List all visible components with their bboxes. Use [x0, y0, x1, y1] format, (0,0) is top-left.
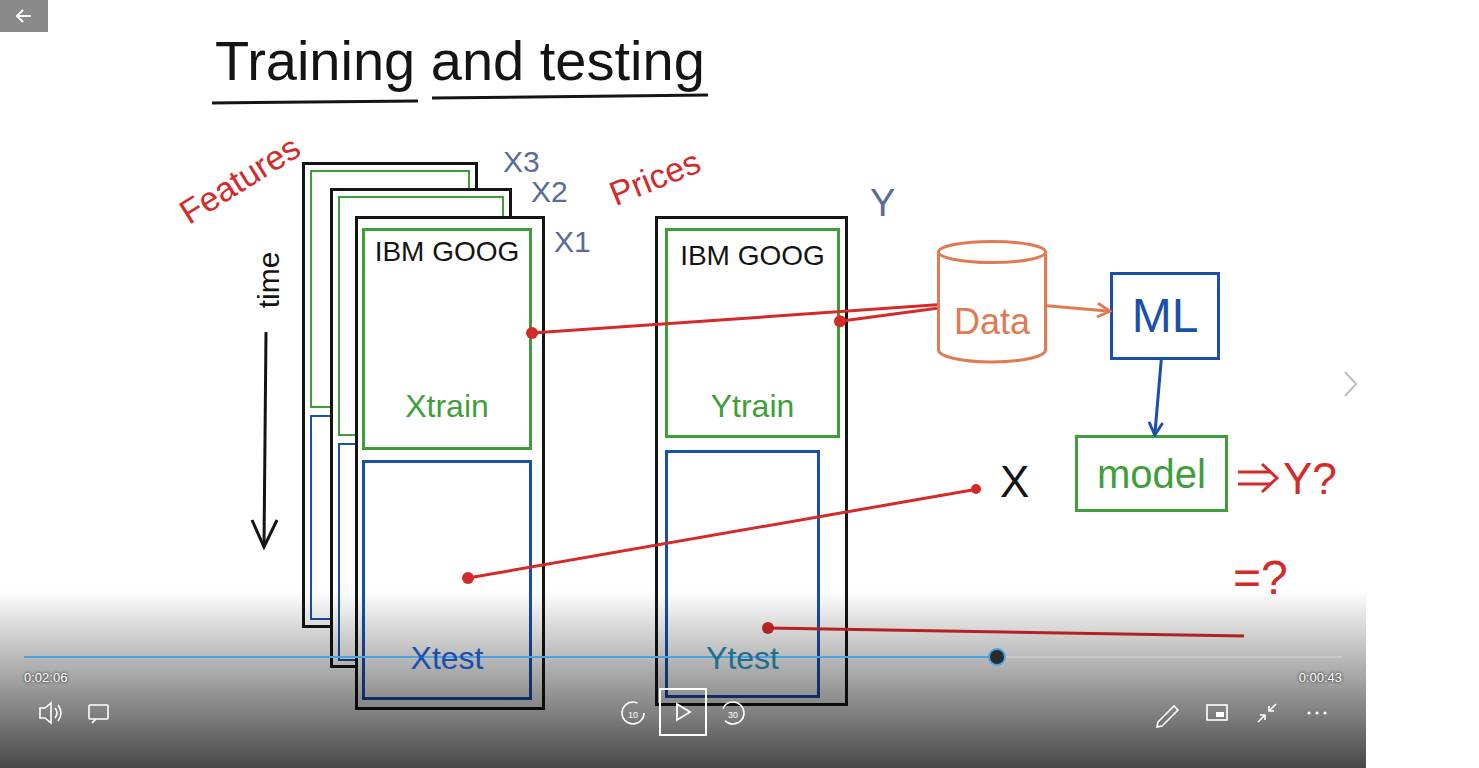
cylinder-top — [939, 242, 1046, 263]
compare-note: =? — [1233, 552, 1288, 605]
block-label: Ytest — [668, 641, 817, 676]
output-symbol: Y? — [1283, 455, 1337, 503]
leader-dot — [762, 622, 774, 634]
column-header: IBM GOOG — [665, 241, 840, 272]
axis-note: Prices — [604, 143, 706, 213]
more-dot — [1307, 711, 1310, 714]
play-icon — [677, 704, 690, 720]
implies-arrow — [1238, 472, 1270, 484]
more-dot — [1315, 711, 1318, 714]
volume-icon — [40, 703, 51, 723]
leader-dot — [971, 484, 981, 494]
flow-arrow — [1155, 360, 1161, 435]
sheet-name: X2 — [531, 175, 568, 208]
test-block: Ytest — [665, 450, 820, 698]
sheet-name: X1 — [554, 225, 591, 258]
implies-arrowhead — [1262, 464, 1277, 492]
feature-sheet: XtrainXtestX1IBM GOOG — [355, 216, 545, 710]
rewind-icon — [622, 702, 644, 724]
cylinder-outline — [937, 240, 1047, 362]
test-block: Xtest — [362, 460, 532, 700]
more-dot — [1323, 711, 1326, 714]
title-underline — [432, 95, 708, 98]
title-underline — [212, 101, 418, 103]
pip-inner — [1216, 712, 1224, 717]
captions-icon — [89, 705, 108, 719]
data-flow-line — [532, 305, 937, 333]
elapsed-time: 0:02:06 — [24, 671, 67, 685]
line-start-dot — [834, 315, 846, 327]
remaining-time: 0:00:43 — [1299, 671, 1342, 685]
block-label: Xtest — [365, 641, 529, 676]
model-box: model — [1075, 435, 1228, 512]
model-label: model — [1078, 452, 1225, 496]
price-column: YtrainYtestYIBM GOOG — [655, 216, 848, 706]
progress-thumb — [989, 649, 1005, 665]
data-flow-line — [840, 308, 937, 321]
input-symbol: X — [1000, 458, 1029, 506]
block-label: Xtrain — [365, 389, 529, 424]
volume-waves — [55, 705, 61, 721]
axis-note: time — [252, 252, 285, 309]
column-name: Y — [870, 183, 895, 225]
captions-tail — [92, 719, 96, 723]
collapse-icon — [1258, 704, 1276, 722]
axis-note: Features — [173, 129, 307, 232]
time-arrow — [264, 332, 266, 545]
back-button — [0, 0, 48, 32]
pen-icon — [1157, 706, 1178, 727]
diagram-title: Training and testing — [215, 30, 705, 92]
next-chevron — [1345, 372, 1356, 396]
column-header: IBM GOOG — [362, 237, 532, 268]
time-arrowhead — [252, 520, 277, 547]
leader-dot — [462, 572, 474, 584]
block-label: Ytrain — [668, 389, 837, 424]
store-label: Data — [937, 302, 1047, 342]
skip-seconds: 10 — [628, 711, 638, 721]
data-cylinder: Data — [937, 240, 1047, 362]
skip-seconds: 30 — [728, 711, 738, 721]
process-box: ML — [1110, 272, 1220, 360]
line-start-dot — [526, 327, 538, 339]
flow-arrow — [1047, 306, 1110, 311]
back-arrow-icon — [17, 10, 31, 22]
sheet-name: X3 — [503, 145, 540, 178]
process-label: ML — [1113, 290, 1217, 343]
pip-icon — [1207, 705, 1227, 720]
